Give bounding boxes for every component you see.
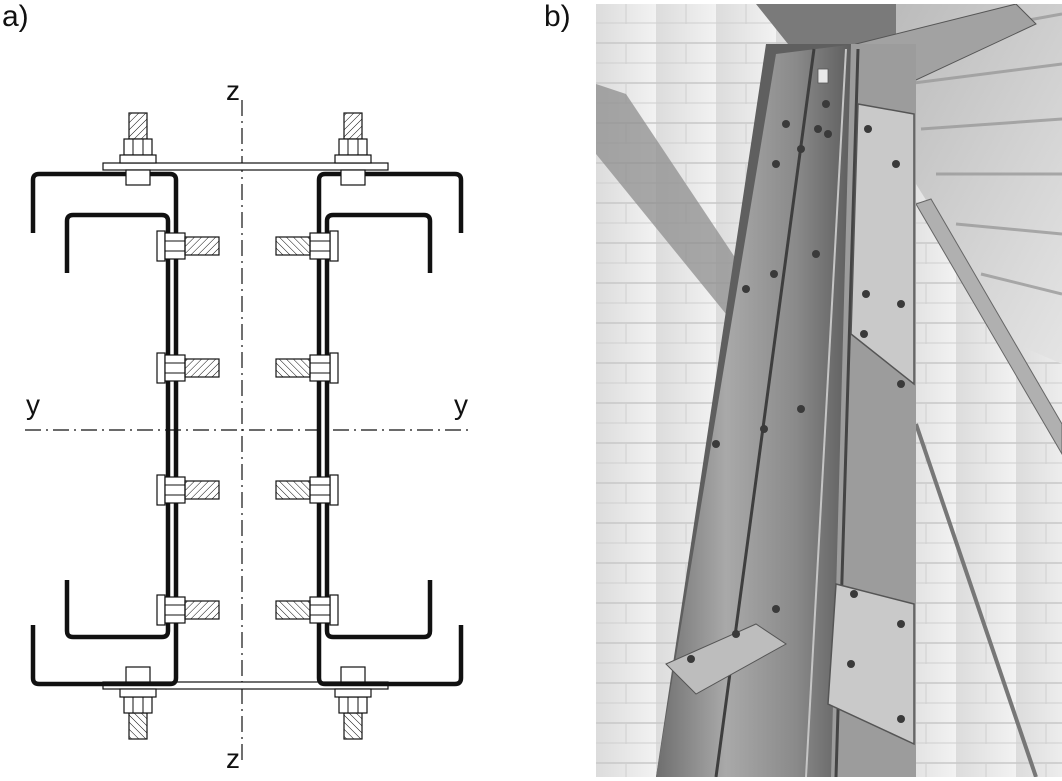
- batten-plate-top: [102, 162, 389, 171]
- batten-plate-lower: [827, 583, 915, 746]
- outer-channel-left: [30, 171, 179, 687]
- built-up-column-photo: [596, 4, 1062, 777]
- z-axis-label-top: z: [226, 75, 240, 106]
- column-front-channel: [656, 44, 856, 777]
- inner-channel-right: [324, 212, 433, 640]
- concrete-band: [596, 84, 766, 314]
- diagonal-member: [915, 198, 1062, 455]
- panel-a-label: a): [2, 0, 29, 33]
- panel-b-label: b): [544, 0, 571, 33]
- z-axis-label-bottom: z: [226, 743, 240, 774]
- y-axis-label-right: y: [454, 389, 468, 420]
- batten-bolts-top: [119, 112, 372, 186]
- batten-plate-upper: [850, 103, 915, 386]
- outer-channel-right: [316, 171, 464, 687]
- cross-section-drawing: z z y y: [25, 75, 470, 774]
- batten-bolts-bottom: [119, 666, 372, 740]
- y-axis-label-left: y: [26, 389, 40, 420]
- inner-channel-left: [64, 212, 171, 640]
- bolt-heads: [687, 100, 905, 723]
